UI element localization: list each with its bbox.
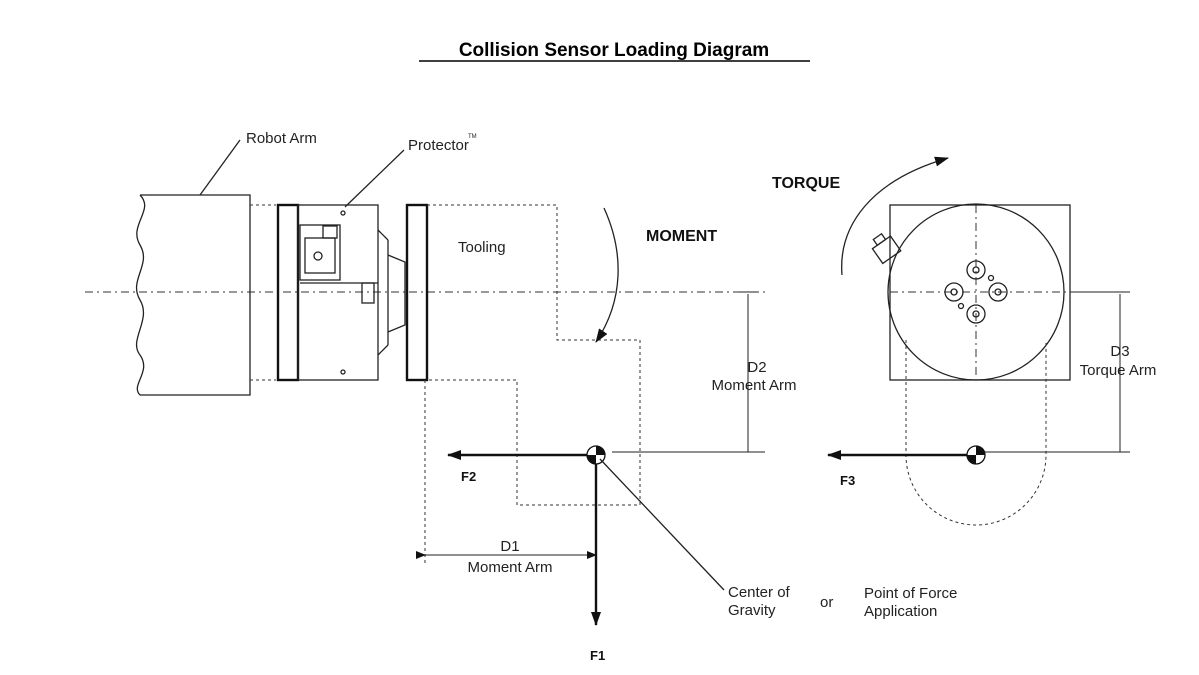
diagram-title: Collision Sensor Loading Diagram xyxy=(459,40,769,61)
protector-label: Protector xyxy=(408,137,469,154)
torque-label: TORQUE xyxy=(772,175,840,192)
moment-arrow xyxy=(595,207,619,343)
moment-label: MOMENT xyxy=(646,228,717,245)
point-of-force-label-line2: Application xyxy=(864,603,937,620)
protector xyxy=(276,203,406,382)
cog-leader xyxy=(599,458,725,591)
or-label: or xyxy=(820,594,833,611)
point-of-force-label-line1: Point of Force xyxy=(864,585,957,602)
trademark-mark: TM xyxy=(468,134,477,140)
torque-arrow xyxy=(841,156,949,276)
tooling xyxy=(405,203,641,506)
d2-label-number: D2 xyxy=(747,359,766,376)
cog-label-line1: Center of xyxy=(728,584,791,601)
d2-label-text: Moment Arm xyxy=(711,377,796,394)
d3-label-text: Torque Arm xyxy=(1080,362,1157,379)
end-view-center-of-gravity-symbol xyxy=(966,445,986,465)
d1-label-text: Moment Arm xyxy=(467,559,552,576)
d1-dimension xyxy=(416,380,597,565)
d3-dimension xyxy=(985,291,1130,453)
tooling-label: Tooling xyxy=(458,239,506,256)
f3-label: F3 xyxy=(840,473,855,488)
robot-arm-label: Robot Arm xyxy=(246,130,317,147)
d3-label-number: D3 xyxy=(1110,343,1129,360)
robot-arm-leader xyxy=(199,139,241,196)
robot-arm xyxy=(135,194,276,396)
d1-label-number: D1 xyxy=(500,538,519,555)
cog-label-line2: Gravity xyxy=(728,602,776,619)
f2-label: F2 xyxy=(461,469,476,484)
d2-dimension xyxy=(612,291,765,453)
protector-leader xyxy=(344,149,405,208)
end-view xyxy=(871,203,1071,526)
f1-label: F1 xyxy=(590,648,605,663)
